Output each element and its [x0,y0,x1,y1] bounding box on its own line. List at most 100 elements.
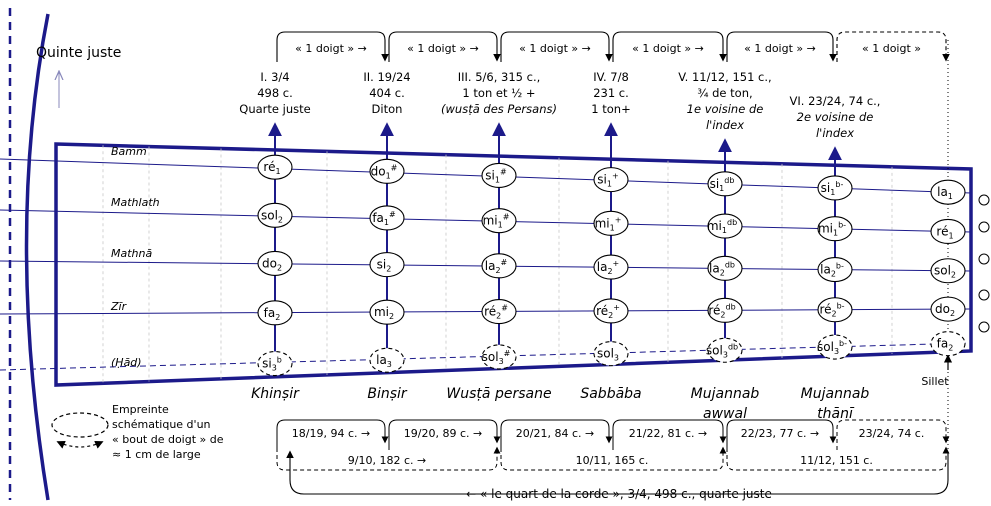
quinte-label: Quinte juste [36,45,121,61]
interval1-bracket-3 [500,419,613,450]
note-p1-s1-ellipse [257,154,293,180]
header-3-line-3: (wusṭā des Persans) [441,102,557,116]
note-p1-s4-ellipse [257,300,293,326]
string-label-4: (Ḥād) [111,356,142,369]
header-4-line-1: IV. 7/8 [593,70,629,84]
header-1-line-1: I. 3/4 [260,70,289,84]
note-p3-s5-text: sol3# [482,349,511,366]
note-p3-s5-ellipse [481,344,517,370]
note-p3-s1-text: si1# [485,167,507,184]
header-5-line-4: l'index [706,118,744,132]
note-p4-s2-ellipse [593,210,629,236]
note-p2-s1-text: do1# [371,163,398,180]
string-label-0: Bamm [111,145,147,158]
note-p5-s5-ellipse [707,337,743,363]
note-p5-s5-text: sol3db [706,342,738,359]
header-5-line-3: 1e voisine de [687,102,764,116]
legend-fingertip-ellipse [51,412,109,438]
legend-arrow [56,440,104,449]
sillet-label: Sillet [921,375,949,388]
string-label-1: Mathlath [111,196,160,209]
note-p6-s5-ellipse [817,334,853,360]
note-p2-s1-ellipse [369,158,405,184]
note-p1-s1-text: ré1 [263,160,280,176]
position-name-4-line-1: Sabbāba [580,386,641,402]
note-sillet-s2-text: ré1 [936,224,953,240]
legend-line-1: Empreinte [112,403,169,416]
interval1-bracket-5 [726,419,837,450]
note-sillet-s4-text: do2 [935,302,955,318]
notes-layer: ré1sol2do2fa2si3bdo1#fa1#si2mi2la3si1#mi… [257,154,966,377]
doigt-bracket-5 [836,31,950,62]
note-p1-s3-text: do2 [262,256,282,272]
note-p2-s2-text: fa1# [372,210,396,227]
note-p5-s2-ellipse [707,213,743,239]
note-p3-s3-text: la2# [485,258,508,275]
legend: Empreinte schématique d'un « bout de doi… [51,403,224,461]
header-6-line-2: 2e voisine de [797,110,874,124]
note-p5-s2-text: mi1db [707,218,737,235]
note-p3-s2-ellipse [481,208,517,234]
header-1-line-2: 498 c. [257,86,293,100]
note-p1-s2-text: sol2 [261,208,283,224]
tuning-peg-3 [978,289,990,301]
interval1-bracket-6 [836,419,950,450]
doigt-label-4: « 1 doigt » → [744,42,816,55]
doigt-bracket-3 [612,31,727,62]
note-sillet-s5-ellipse [930,331,966,357]
string-label-2: Mathnā [111,247,152,260]
note-p1-s2-ellipse [257,202,293,228]
interval2-bracket-1 [276,446,501,471]
position-name-1-line-1: Khinṣir [251,386,300,402]
note-p5-s3-text: la2db [709,260,735,277]
header-4-line-2: 231 c. [593,86,629,100]
interval1-label-3: 20/21, 84 c. → [516,427,594,440]
header-4-line-3: 1 ton+ [591,102,630,116]
interval1-bracket-1 [276,419,389,450]
note-p4-s5-text: sol3 [597,347,619,363]
legend-line-2: schématique d'un [112,418,211,431]
position-name-6-line-2: thānī [817,406,855,422]
interval2-label-2: 10/11, 165 c. [576,454,649,467]
doigt-label-2: « 1 doigt » → [519,42,591,55]
note-p2-s4-ellipse [369,299,405,325]
header-6-line-1: VI. 23/24, 74 c., [790,94,881,108]
note-p4-s1-text: si1+ [597,172,618,189]
bottom-intervals: 18/19, 94 c. →19/20, 89 c. →20/21, 84 c.… [276,419,950,501]
note-sillet-s5-text: fa2 [937,337,954,353]
note-p4-s5-ellipse [593,341,629,367]
note-p4-s1-ellipse [593,167,629,193]
header-6-line-3: l'index [816,126,854,140]
interval1-label-6: 23/24, 74 c. [859,427,925,440]
legend-line-3: « bout de doigt » de [112,433,224,446]
note-p2-s4-text: mi2 [374,305,394,321]
note-p5-s4-text: ré2db [708,302,735,319]
header-3-line-2: 1 ton et ½ + [462,86,535,100]
note-p2-s5-text: la3 [376,353,392,369]
interval1-bracket-2 [388,419,501,450]
header-1-line-3: Quarte juste [239,102,310,116]
note-p2-s3-ellipse [369,252,405,278]
legend-line-4: ≈ 1 cm de large [112,448,201,461]
note-p6-s2-text: mi1b- [818,221,846,238]
note-p4-s3-text: la2+ [597,259,619,276]
note-p6-s3-text: la2b- [820,262,844,279]
note-p3-s4-text: ré2# [484,304,508,321]
note-sillet-s3-text: sol2 [934,264,956,280]
interval2-bracket-2 [500,446,727,471]
doigt-bracket-1 [388,31,501,62]
doigt-bracket-4 [726,31,837,62]
note-p4-s4-text: ré2+ [596,303,620,320]
note-p3-s3-ellipse [481,253,517,279]
interval1-bracket-4 [612,419,727,450]
doigt-label-5: « 1 doigt » [862,42,921,55]
note-sillet-s1-ellipse [930,179,966,205]
note-p6-s4-text: ré2b- [819,302,844,319]
header-2-line-1: II. 19/24 [363,70,410,84]
doigt-bracket-0 [276,31,389,62]
note-p4-s2-text: mi1+ [595,215,622,232]
note-p6-s3-ellipse [817,256,853,283]
note-p1-s4-text: fa2 [264,306,281,322]
doigt-label-1: « 1 doigt » → [407,42,479,55]
